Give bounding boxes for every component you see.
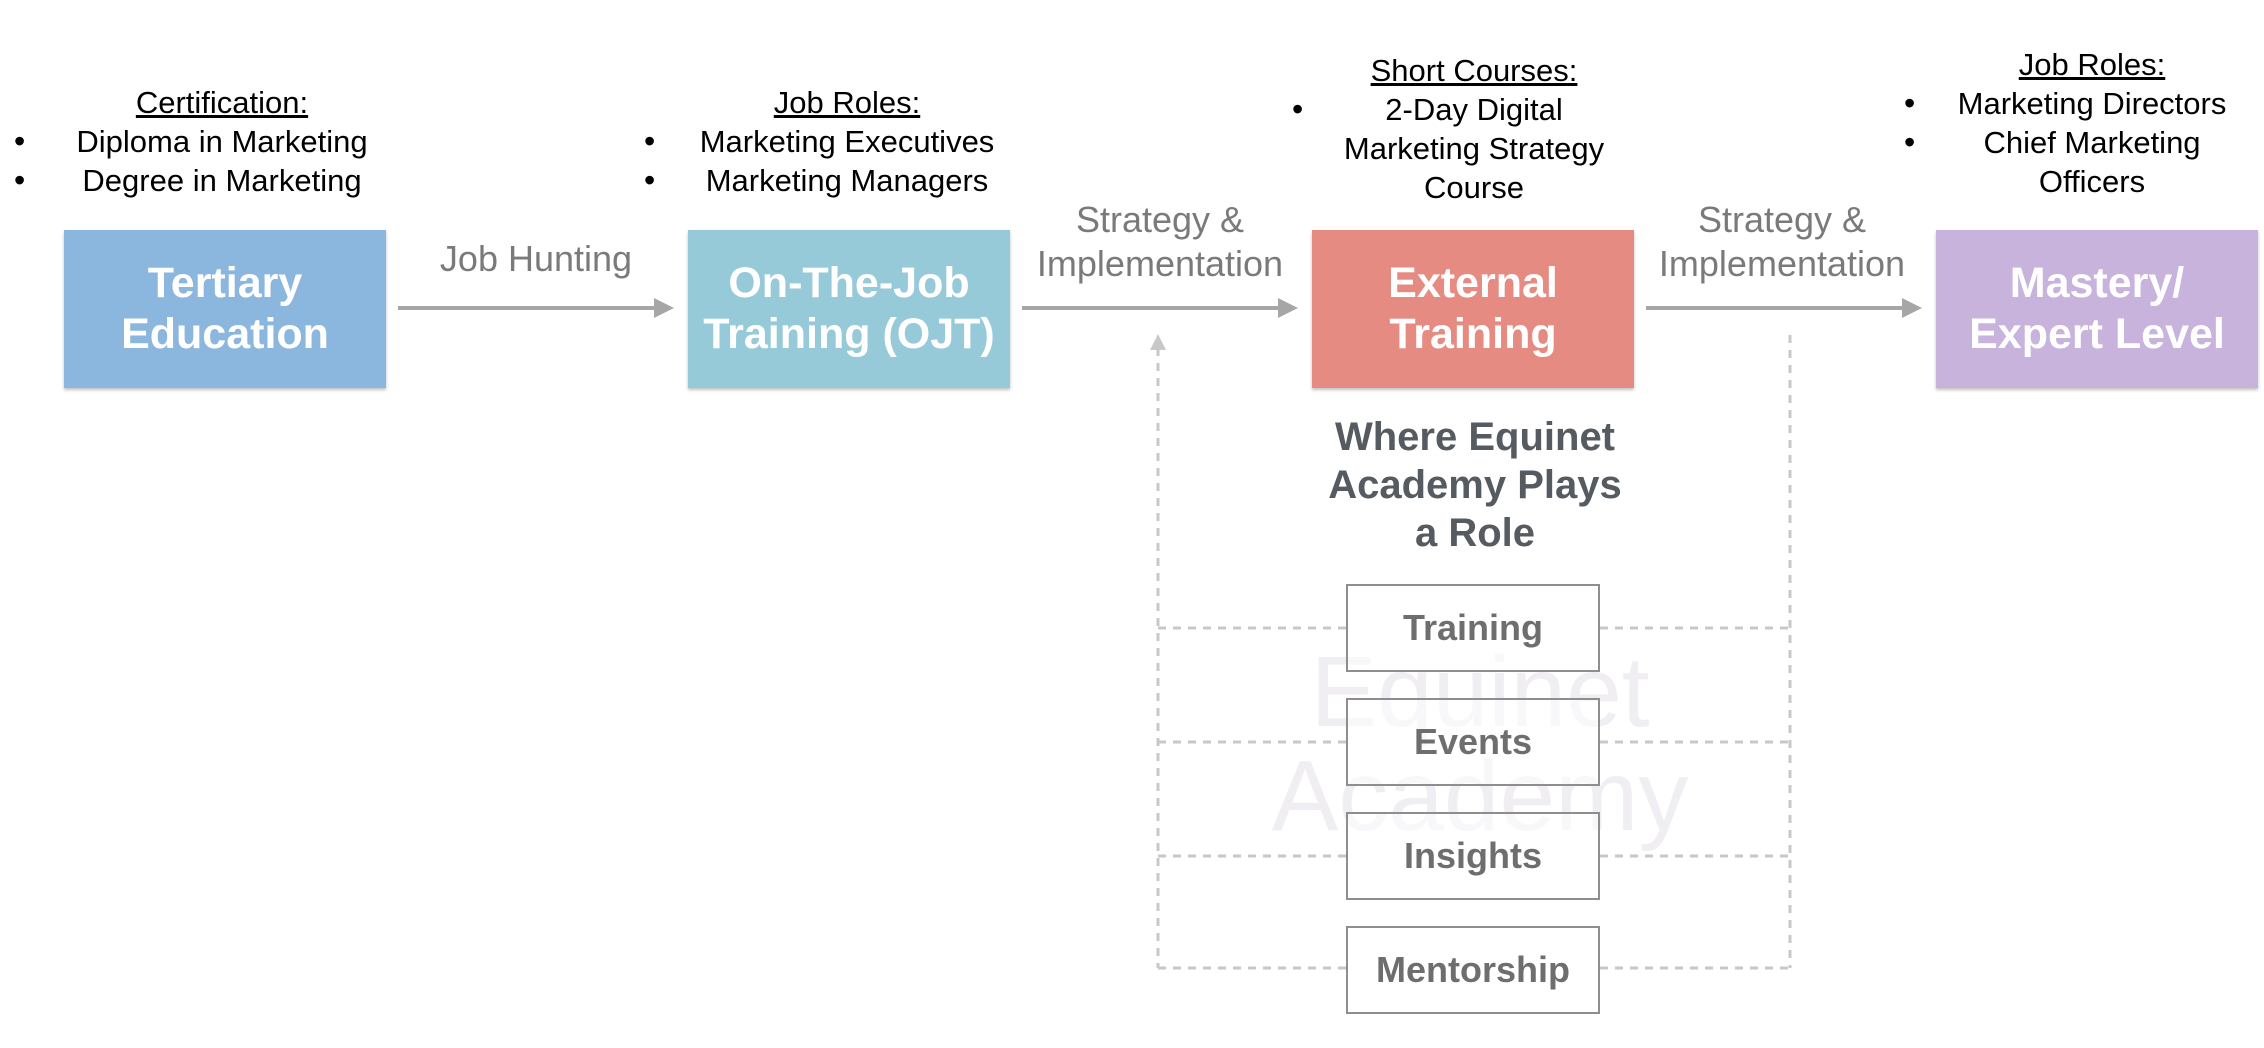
role-section-title: Where Equinet Academy Plays a Role [1270, 413, 1680, 557]
stage-line: Mastery/ [2009, 259, 2185, 307]
transition-line: Implementation [1036, 243, 1284, 284]
stage-line: Training [1389, 310, 1557, 358]
certification-item: Diploma in Marketing [14, 122, 398, 161]
role-item-insights: Insights [1346, 812, 1600, 900]
dashed-arrowhead-up [1150, 334, 1166, 350]
role-title-line: Academy Plays [1328, 463, 1622, 507]
stage-external-training: External Training [1312, 230, 1634, 388]
ojt-job-roles-heading: Job Roles: [773, 85, 921, 120]
short-course-item: 2-Day Digital Marketing Strategy Course [1292, 90, 1624, 207]
transition-strategy-implementation-1: Strategy & Implementation [1012, 198, 1308, 286]
transition-line: Strategy & [1697, 199, 1867, 240]
short-courses-list: 2-Day Digital Marketing Strategy Course [1292, 90, 1624, 207]
role-title-line: Where Equinet [1334, 415, 1616, 459]
role-item-training: Training [1346, 584, 1600, 672]
dashed-feedback-left [1156, 348, 1346, 970]
stage-line: Training (OJT) [703, 310, 995, 358]
arrow-ojt-to-external [1022, 298, 1298, 318]
certification-heading: Certification: [135, 85, 309, 120]
ojt-job-role-item: Marketing Managers [644, 161, 1018, 200]
mastery-job-role-line: Officers [2038, 164, 2146, 199]
stage-line: Expert Level [1969, 310, 2225, 358]
stage-line: Education [121, 310, 329, 358]
stage-tertiary-education: Tertiary Education [64, 230, 386, 388]
ojt-job-roles-label: Job Roles: Marketing Executives Marketin… [644, 84, 1018, 200]
stage-line: External [1388, 259, 1558, 307]
mastery-job-role-line: Chief Marketing [1983, 125, 2201, 160]
stage-line: Tertiary [147, 259, 303, 307]
arrow-external-to-mastery [1646, 298, 1922, 318]
short-courses-heading: Short Courses: [1370, 53, 1578, 88]
role-title-line: a Role [1414, 511, 1536, 555]
dashed-feedback-right [1600, 335, 1792, 970]
mastery-job-roles-heading: Job Roles: [2018, 47, 2166, 82]
transition-job-hunting: Job Hunting [400, 237, 672, 281]
short-course-line: Marketing Strategy [1343, 131, 1605, 166]
mastery-job-role-item: Chief Marketing Officers [1904, 123, 2248, 201]
transition-line: Job Hunting [439, 238, 633, 279]
role-item-events: Events [1346, 698, 1600, 786]
transition-line: Strategy & [1075, 199, 1245, 240]
short-courses-label: Short Courses: 2-Day Digital Marketing S… [1292, 52, 1624, 207]
ojt-job-roles-list: Marketing Executives Marketing Managers [644, 122, 1018, 200]
stage-mastery-expert-level: Mastery/ Expert Level [1936, 230, 2258, 388]
mastery-job-roles-list: Marketing Directors Chief Marketing Offi… [1904, 84, 2248, 201]
certification-item: Degree in Marketing [14, 161, 398, 200]
transition-strategy-implementation-2: Strategy & Implementation [1634, 198, 1930, 286]
role-item-mentorship: Mentorship [1346, 926, 1600, 1014]
mastery-job-role-item: Marketing Directors [1904, 84, 2248, 123]
stage-line: On-The-Job [728, 259, 970, 307]
transition-line: Implementation [1658, 243, 1906, 284]
mastery-job-roles-label: Job Roles: Marketing Directors Chief Mar… [1904, 46, 2248, 201]
certification-label: Certification: Diploma in Marketing Degr… [14, 84, 398, 200]
short-course-line: 2-Day Digital [1385, 92, 1563, 127]
ojt-job-role-item: Marketing Executives [644, 122, 1018, 161]
arrow-tertiary-to-ojt [398, 298, 674, 318]
short-course-line: Course [1424, 170, 1524, 205]
certification-list: Diploma in Marketing Degree in Marketing [14, 122, 398, 200]
stage-on-the-job-training: On-The-Job Training (OJT) [688, 230, 1010, 388]
